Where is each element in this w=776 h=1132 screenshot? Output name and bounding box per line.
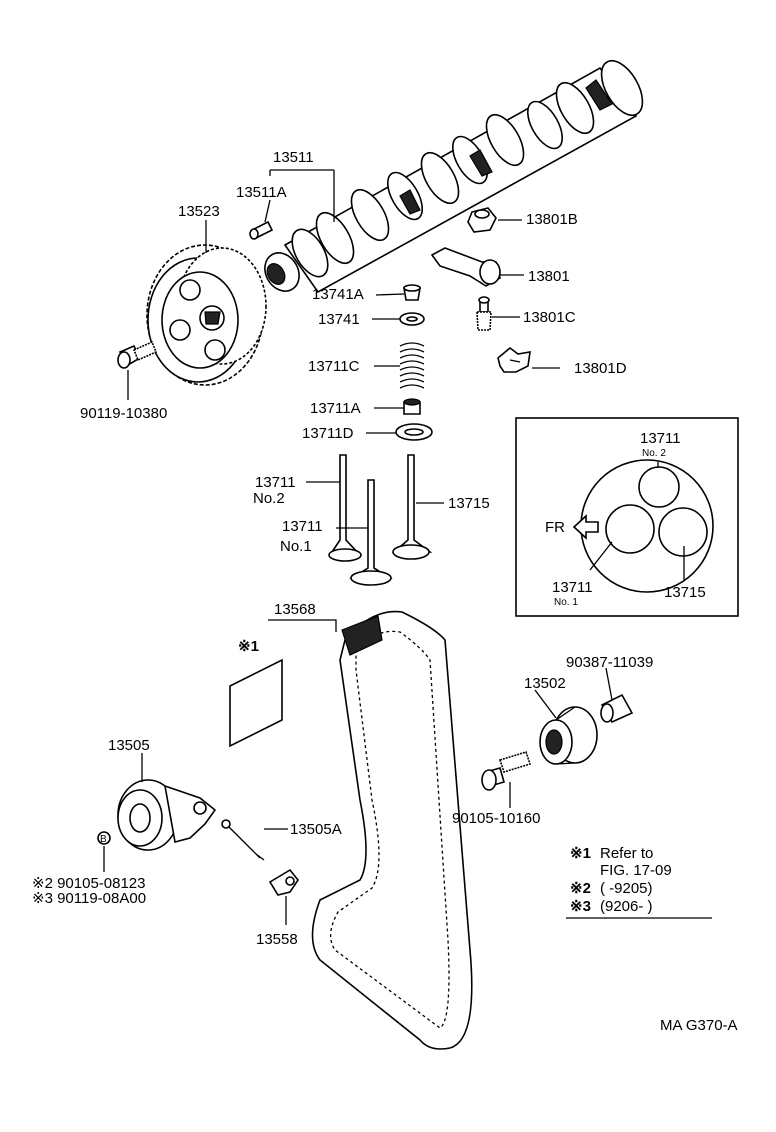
notes-block: ※1 Refer to FIG. 17-09 ※2 ( -9205) ※3 (9…: [570, 845, 672, 915]
bolt-marker: B: [97, 831, 111, 845]
label-90105-10160: 90105-10160: [452, 810, 540, 827]
valve-stem-oil-seal: [403, 398, 421, 415]
knock-pin: [249, 220, 274, 240]
label-13558: 13558: [256, 931, 298, 948]
idler-bolt: [481, 751, 532, 791]
label-no1: No.1: [280, 538, 312, 555]
label-13711d: 13711D: [302, 425, 354, 442]
inset-label-13711-top: 13711: [640, 430, 681, 447]
note3-text: (9206- ): [600, 898, 653, 915]
tensioner-spring: [221, 819, 265, 861]
label-13741a: 13741A: [312, 286, 364, 303]
idler-pulley: [539, 706, 598, 765]
label-13715: 13715: [448, 495, 490, 512]
rocker-arm: [430, 247, 501, 287]
valve-spring-retainer-lock: [399, 312, 425, 326]
inset-label-no1: No. 1: [554, 597, 578, 608]
label-13511a: 13511A: [236, 184, 287, 201]
marker-b-label: B: [100, 834, 107, 845]
label-13511: 13511: [273, 149, 314, 166]
label-13711c: 13711C: [308, 358, 360, 375]
label-13801d: 13801D: [574, 360, 627, 377]
intake-valve-no2: [328, 454, 362, 562]
inset-label-13715: 13715: [664, 584, 706, 601]
figure-code: MA G370-A: [660, 1017, 738, 1034]
label-13505: 13505: [108, 737, 150, 754]
rocker-plate: [497, 346, 531, 373]
label-13741: 13741: [318, 311, 360, 328]
label-13801: 13801: [528, 268, 570, 285]
label-13711a: 13711A: [310, 400, 361, 417]
exhaust-valve: [391, 454, 433, 560]
label-90119-10380: 90119-10380: [80, 405, 167, 422]
timing-belt: [311, 610, 473, 1050]
label-90105-08123: ※2 90105-08123: [32, 875, 146, 892]
idler-collar: [600, 693, 634, 724]
note1-text: Refer to: [600, 845, 653, 862]
part-labels: 13511 13511A 13523 13801B 13801 13741A 1…: [32, 149, 653, 948]
reference-card: [229, 658, 283, 748]
label-no2: No.2: [253, 490, 285, 507]
leader-lines: [103, 169, 712, 925]
label-13711-no1: 13711: [282, 518, 323, 535]
label-90119-08a00: ※3 90119-08A00: [32, 890, 146, 907]
inset-label-13711-bottom: 13711: [552, 579, 593, 596]
label-90387-11039: 90387-11039: [566, 654, 653, 671]
label-13502: 13502: [524, 675, 566, 692]
label-13801b: 13801B: [526, 211, 578, 228]
inset-label-fr: FR: [545, 519, 565, 536]
note2-mark: ※2: [570, 880, 591, 897]
valve-layout-inset: [515, 417, 739, 617]
valve-spring: [399, 342, 425, 389]
label-ref1: ※1: [238, 638, 259, 655]
note1-mark: ※1: [570, 845, 591, 862]
label-13505a: 13505A: [290, 821, 342, 838]
valve-spring-seat: [395, 423, 433, 441]
tensioner-plate: [268, 868, 299, 896]
note1-text2: FIG. 17-09: [600, 862, 672, 879]
adjusting-screw: [476, 296, 492, 331]
inset-label-no2: No. 2: [642, 448, 666, 459]
label-13801c: 13801C: [523, 309, 576, 326]
camshaft-timing-pulley: [146, 244, 267, 386]
camshaft: [264, 60, 644, 294]
note3-mark: ※3: [570, 898, 591, 915]
note2-text: ( -9205): [600, 880, 653, 897]
adjusting-nut: [467, 207, 497, 233]
intake-valve-no1: [349, 479, 393, 586]
pulley-bolt: [117, 340, 158, 369]
label-13523: 13523: [178, 203, 220, 220]
valve-stem-cap: [403, 284, 421, 301]
timing-belt-tensioner: [117, 779, 217, 851]
label-13568: 13568: [274, 601, 316, 618]
inset-labels: 13711 No. 2 FR 13711 No. 1 13715: [545, 430, 706, 608]
label-13711-no2: 13711: [255, 474, 296, 491]
